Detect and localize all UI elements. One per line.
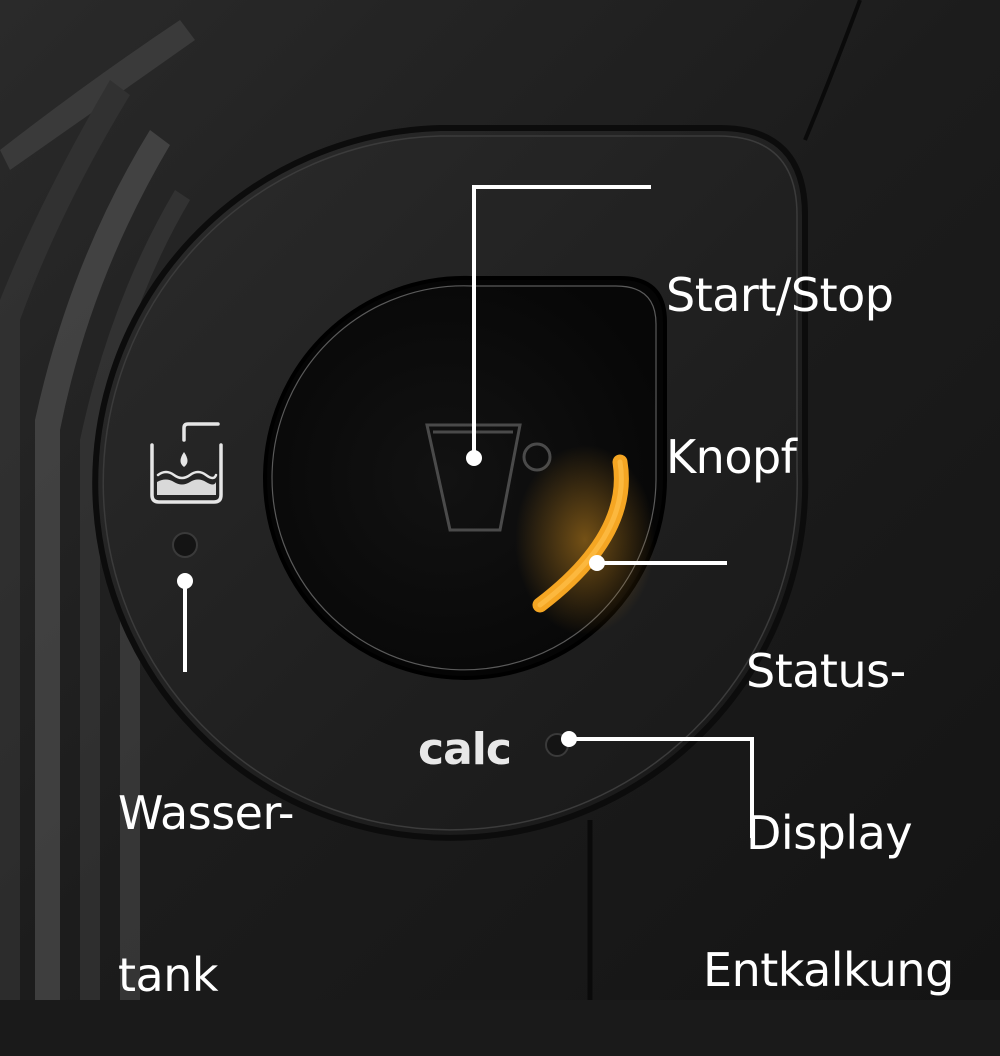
descaling-label: Entkalkung xyxy=(703,835,954,1051)
water-tank-label: Wasser- tank xyxy=(118,678,295,1056)
status-display-label-line1: Status- xyxy=(746,644,906,698)
coffee-machine-panel-scene xyxy=(0,0,1000,1000)
callout-descaling xyxy=(569,737,754,838)
start-stop-label-line1: Start/Stop xyxy=(666,268,894,322)
water-tank-label-line1: Wasser- xyxy=(118,786,295,840)
status-display-label-line2: Display xyxy=(746,806,913,860)
water-tank-indicator-led xyxy=(172,532,198,558)
status-display-label: Status- Display xyxy=(746,536,913,914)
water-tank-refill-icon xyxy=(150,422,223,504)
machine-seam-line xyxy=(803,0,862,141)
callout-dots xyxy=(177,450,605,747)
calc-panel-text: calc xyxy=(418,724,512,775)
callout-start-stop xyxy=(472,185,651,458)
start-stop-label-line2: Knopf xyxy=(666,430,797,484)
start-stop-label: Start/Stop Knopf xyxy=(666,160,894,538)
descaling-label-line1: Entkalkung xyxy=(703,943,954,997)
callout-lines xyxy=(183,185,754,838)
status-display-light xyxy=(515,445,655,635)
water-tank-label-line2: tank xyxy=(118,948,219,1002)
